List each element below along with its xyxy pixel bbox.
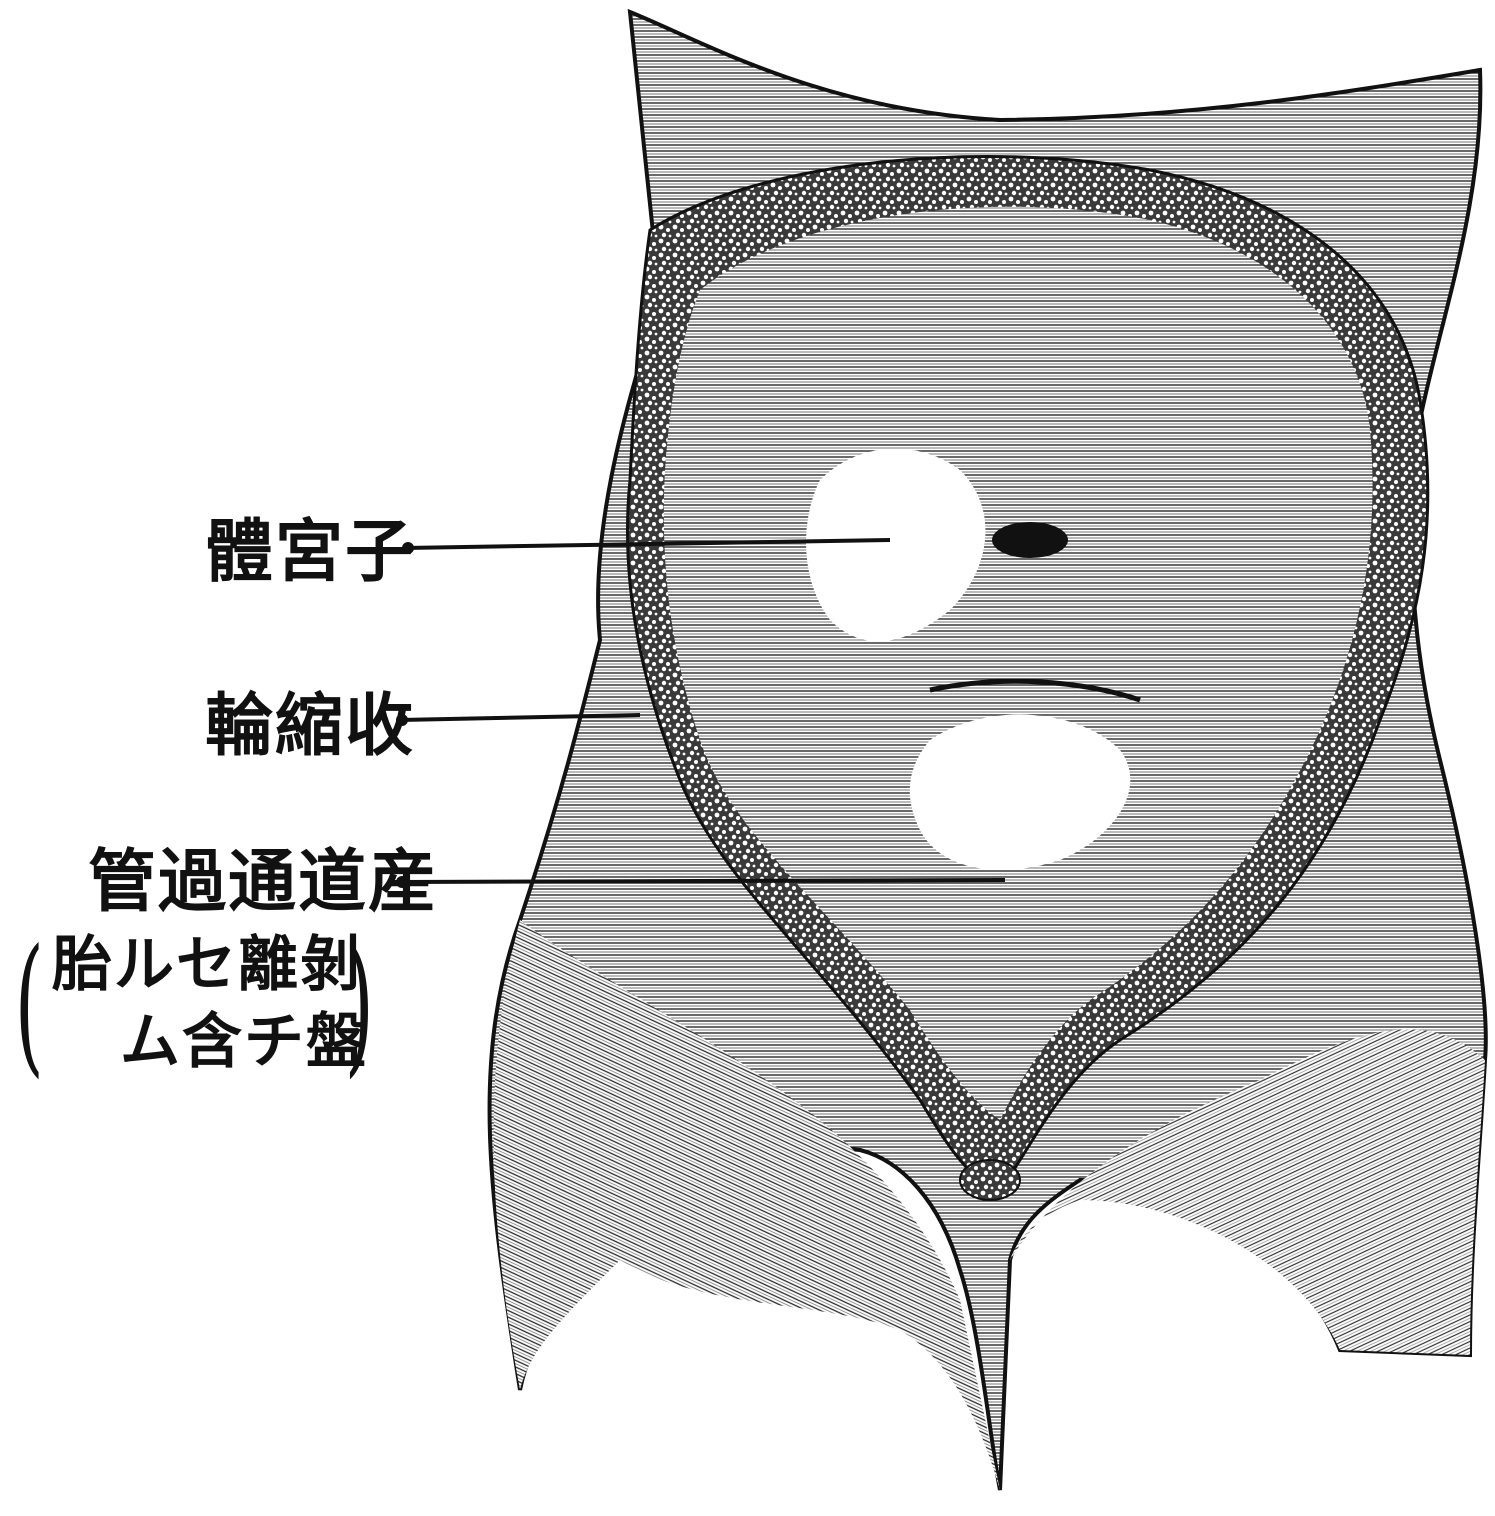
note-left-parenthesis: ( [15,930,44,1080]
label-birth-canal: 管過通道産 [88,848,438,916]
label-uterus-body: 體宮子 [205,518,415,586]
note-right-parenthesis: ) [345,930,374,1080]
cervix [960,1160,1020,1200]
label-contraction-ring: 輪縮收 [205,692,415,760]
dark-spot [992,522,1068,558]
label-note-line-1: 胎ルセ離剝 [52,935,362,995]
label-note-line-2: ム含チ盤 [120,1012,368,1072]
leader-line-birth-canal [400,880,1005,882]
